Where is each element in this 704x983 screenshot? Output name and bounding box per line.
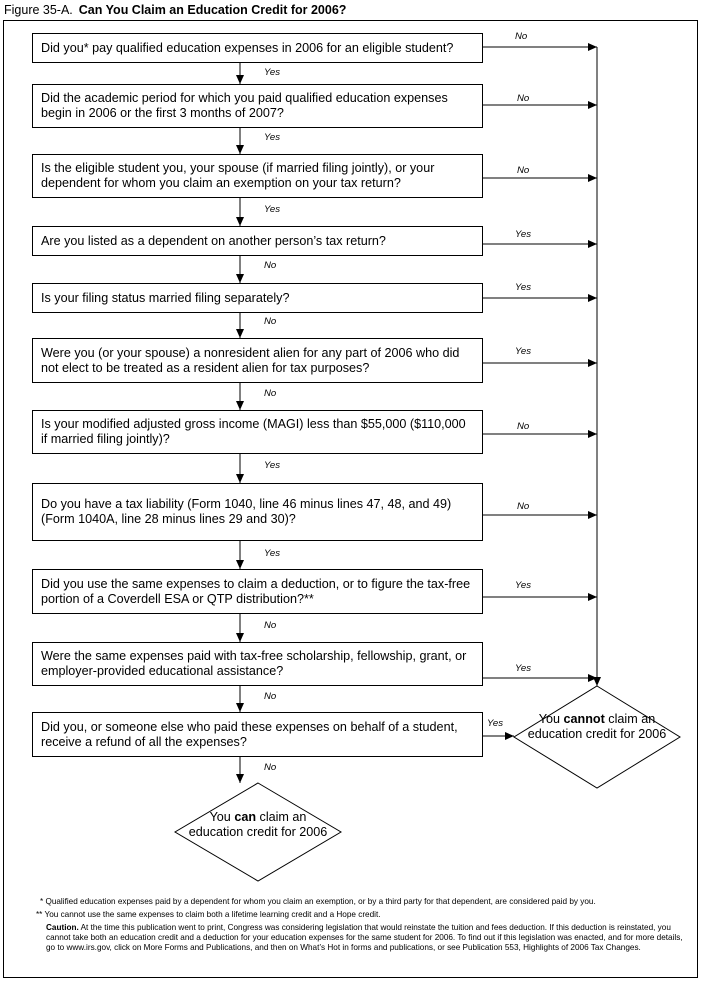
question-box: Is your modified adjusted gross income (…	[32, 410, 483, 454]
edge-label-down: No	[264, 260, 277, 271]
edge-label-right: Yes	[515, 663, 532, 674]
edge-label-down: No	[264, 316, 277, 327]
edge-label-down: No	[264, 388, 277, 399]
outcome-cannot-pre: You	[538, 712, 564, 726]
edge-label-right: No	[515, 31, 528, 42]
question-box: Are you listed as a dependent on another…	[32, 226, 483, 256]
question-text: Are you listed as a dependent on another…	[41, 233, 386, 248]
question-text: Did the academic period for which you pa…	[41, 91, 448, 120]
outcome-cannot-bold: cannot	[563, 712, 605, 726]
edge-label-down: Yes	[264, 460, 281, 471]
question-text: Is your filing status married filing sep…	[41, 290, 290, 305]
question-text: Did you use the same expenses to claim a…	[41, 576, 471, 606]
edge-label-down: Yes	[264, 204, 281, 215]
edge-label-down: Yes	[264, 67, 281, 78]
question-text: Were you (or your spouse) a nonresident …	[41, 345, 460, 375]
question-text: Did you, or someone else who paid these …	[41, 719, 458, 749]
outcome-can-text: You can claim an education credit for 20…	[183, 810, 333, 840]
question-text: Did you* pay qualified education expense…	[41, 40, 454, 55]
edge-label-down: Yes	[264, 548, 281, 559]
outcome-can-post: claim an education credit for 2006	[188, 810, 328, 839]
question-box: Do you have a tax liability (Form 1040, …	[32, 483, 483, 541]
outcome-can-bold: can	[234, 810, 257, 824]
question-text: Is the eligible student you, your spouse…	[41, 161, 435, 190]
question-box: Were the same expenses paid with tax-fre…	[32, 642, 483, 686]
footnote-caution: Caution. At the time this publication we…	[46, 923, 690, 953]
question-box: Did you use the same expenses to claim a…	[32, 569, 483, 614]
edge-label-right: Yes	[515, 580, 532, 591]
edge-label-right: No	[517, 93, 530, 104]
edge-label-right: No	[517, 501, 530, 512]
edge-label-down: Yes	[264, 132, 281, 143]
figure-frame	[3, 20, 698, 978]
edge-label-right: Yes	[515, 346, 532, 357]
caution-label: Caution.	[46, 923, 79, 932]
outcome-cannot-text: You cannot claim an education credit for…	[522, 712, 672, 742]
edge-label-down: No	[264, 762, 277, 773]
decision-cannot-diamond	[513, 685, 681, 789]
edge-label-right: Yes	[515, 229, 532, 240]
outcome-cannot-post: claim an education credit for 2006	[527, 712, 667, 741]
question-box: Did you* pay qualified education expense…	[32, 33, 483, 63]
footnote-double-star: ** You cannot use the same expenses to c…	[36, 910, 381, 919]
caution-text: At the time this publication went to pri…	[46, 923, 683, 952]
figure-title: Figure 35-A. Can You Claim an Education C…	[4, 3, 346, 17]
edge-label-right: Yes	[487, 718, 504, 729]
question-box: Is the eligible student you, your spouse…	[32, 154, 483, 198]
edge-label-right: Yes	[515, 282, 532, 293]
figure-number: Figure 35-A.	[4, 3, 73, 17]
figure-heading: Can You Claim an Education Credit for 20…	[78, 3, 347, 17]
question-box: Did you, or someone else who paid these …	[32, 712, 483, 757]
footnote-star: * Qualified education expenses paid by a…	[40, 897, 596, 906]
question-box: Were you (or your spouse) a nonresident …	[32, 338, 483, 383]
edge-layer	[236, 43, 601, 783]
edge-label-down: No	[264, 691, 277, 702]
edge-label-down: No	[264, 620, 277, 631]
question-box: Is your filing status married filing sep…	[32, 283, 483, 313]
question-text: Do you have a tax liability (Form 1040, …	[41, 497, 452, 526]
question-text: Were the same expenses paid with tax-fre…	[41, 649, 467, 678]
question-box: Did the academic period for which you pa…	[32, 84, 483, 128]
outcome-can-pre: You	[209, 810, 235, 824]
decision-can-diamond	[174, 782, 342, 882]
question-text: Is your modified adjusted gross income (…	[41, 417, 466, 446]
edge-label-right: No	[517, 421, 530, 432]
edge-label-right: No	[517, 165, 530, 176]
